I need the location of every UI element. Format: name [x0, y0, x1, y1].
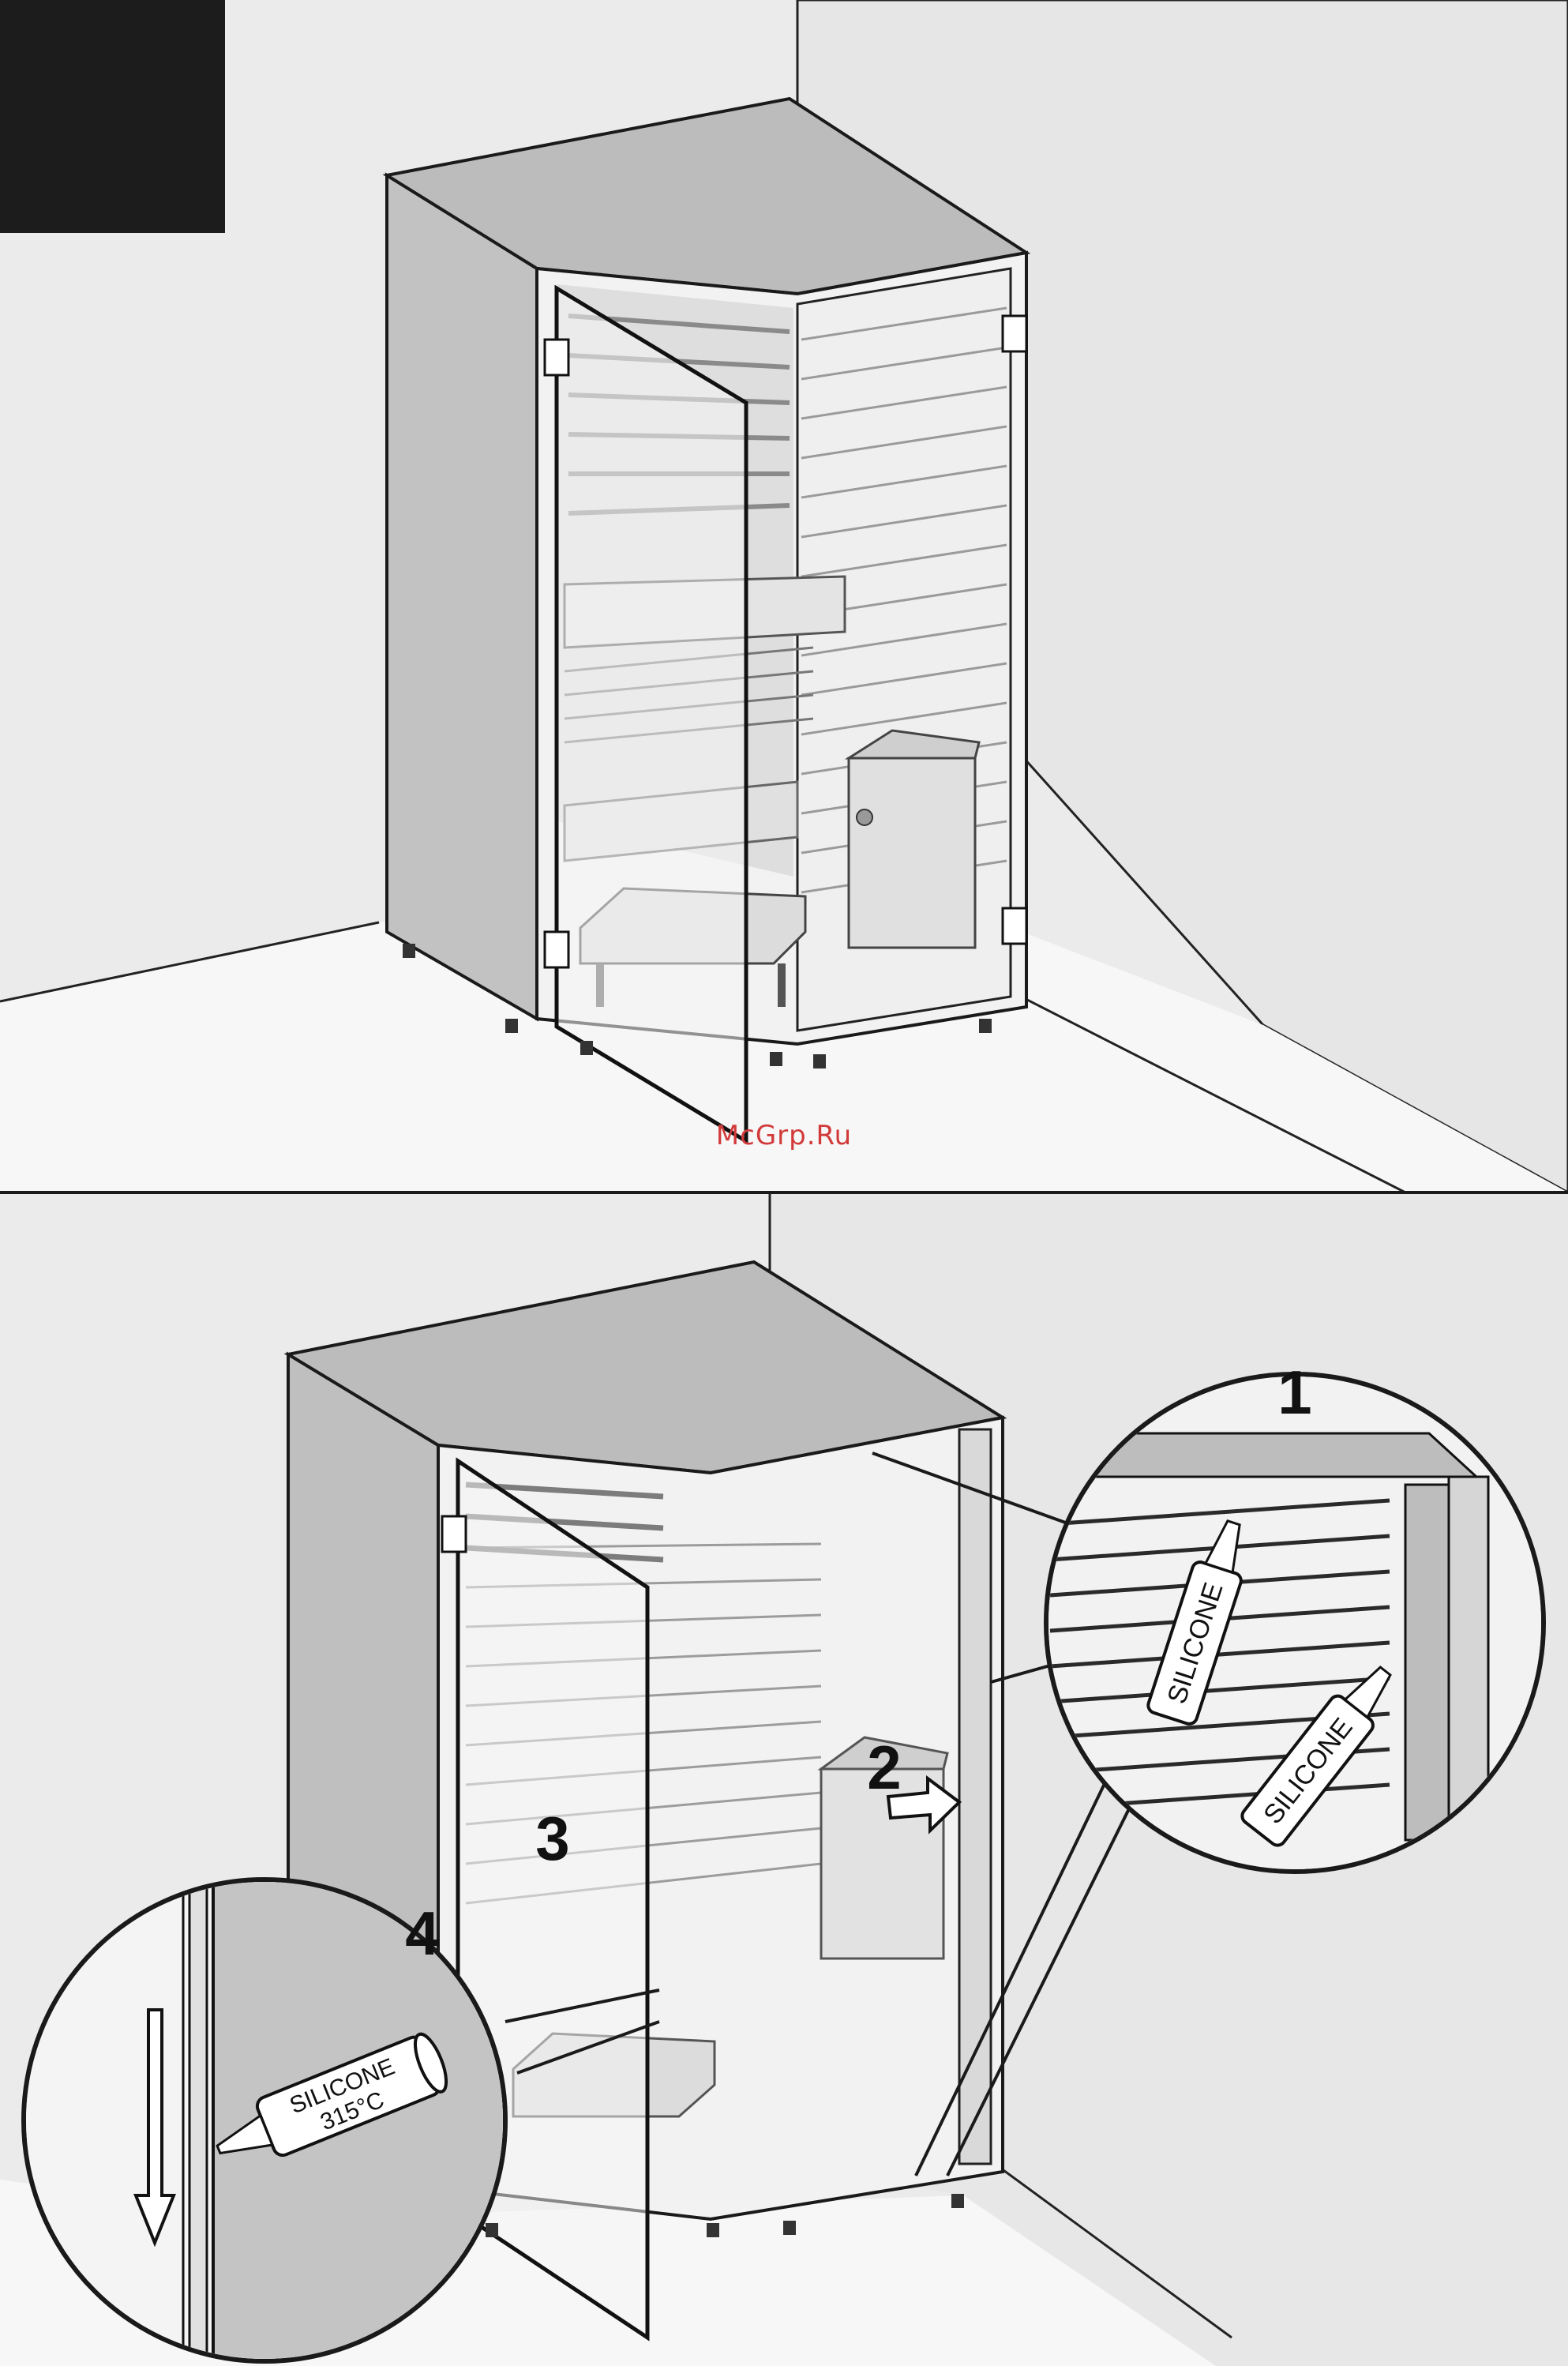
- step-3-label: 3: [535, 1804, 569, 1873]
- sauna-cabin-top: [387, 99, 1026, 1141]
- heater: [849, 730, 979, 948]
- watermark: McGrp.Ru: [0, 1120, 1568, 1151]
- step-2-label: 2: [867, 1733, 901, 1802]
- step-4-label: 4: [405, 1898, 439, 1968]
- top-panel: [0, 0, 1568, 1192]
- step-1-label: 1: [1277, 1358, 1311, 1427]
- bottom-panel: SILICONE SILICONE 1 2 3: [0, 1194, 1568, 2366]
- glass-door: [557, 288, 746, 1141]
- corner-block: [0, 0, 225, 233]
